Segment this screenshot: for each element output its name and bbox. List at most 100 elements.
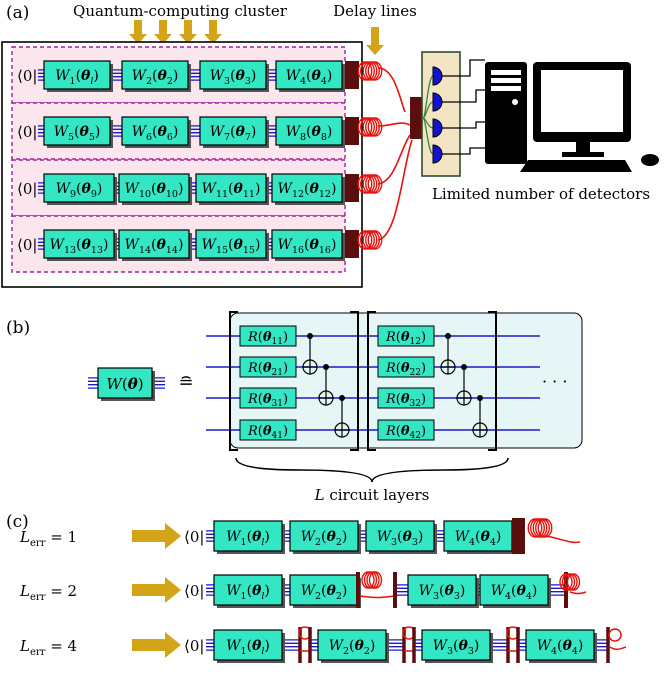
gate-label-part: 2 xyxy=(364,646,370,657)
gate-w xyxy=(479,574,549,606)
gate-w-label: W12(θ12) xyxy=(278,181,337,200)
gate-label-part: θ xyxy=(236,124,246,140)
row-coupler xyxy=(345,117,359,145)
arrow-shaft xyxy=(209,20,217,35)
rot-label-part: 22 xyxy=(410,368,421,378)
rot-label-part: ) xyxy=(283,330,288,345)
layers-ellipsis: · · · xyxy=(542,372,567,391)
gate-label-part: ) xyxy=(255,237,260,253)
delay-tail xyxy=(569,591,587,595)
gate-w-label: W8(θ8) xyxy=(286,124,333,143)
detector-icon xyxy=(432,66,443,86)
gate-label-part: 4 xyxy=(572,646,578,657)
gate-w xyxy=(289,520,359,552)
gate-label-part: ( xyxy=(247,529,252,545)
monitor-neck xyxy=(576,142,590,152)
gate-label-part: θ xyxy=(459,638,469,654)
gate-label-part: 3 xyxy=(245,76,251,87)
gate-label-part: W xyxy=(202,181,218,197)
rot-label-part: ) xyxy=(421,424,426,439)
gate-w-label: W3(θ3) xyxy=(419,583,466,602)
gate-label-part: θ xyxy=(158,68,168,84)
bracket-right xyxy=(488,311,497,451)
gate-w xyxy=(195,173,267,203)
gate-label-part: θ xyxy=(82,181,92,197)
gate-w-label: W6(θ6) xyxy=(132,124,179,143)
gate-label-part: θ xyxy=(157,237,167,253)
gate-label-part: 8 xyxy=(300,132,306,143)
gate-label-part: θ xyxy=(236,68,246,84)
lerr-var: L xyxy=(19,637,30,655)
rot-label-part: R xyxy=(385,361,396,376)
gate-label-part: ) xyxy=(178,181,183,197)
gate-label-part: W xyxy=(537,638,553,654)
gate-label-part: 2 xyxy=(315,537,321,548)
gate-label-part: ) xyxy=(331,181,336,197)
rot-label-part: ) xyxy=(421,330,426,345)
gate-label-part: 12 xyxy=(292,189,304,200)
tower-bay xyxy=(491,86,521,91)
gate-label-part: W xyxy=(329,638,345,654)
rotation-gate-label: R(θ11) xyxy=(247,330,288,347)
lerr-eq: = 1 xyxy=(45,528,77,546)
gate-label-part: ) xyxy=(327,124,332,140)
gate-label-part: ( xyxy=(511,583,516,599)
gate-w xyxy=(421,629,491,661)
gate-label-part: θ xyxy=(252,529,262,545)
gate-label-part: 13 xyxy=(91,245,103,256)
gate-label-part: ( xyxy=(349,638,354,654)
gate-label-part: θ xyxy=(157,181,167,197)
gate-label-part: ) xyxy=(264,529,269,545)
layers-brace xyxy=(235,457,509,483)
gate-label-part: 9 xyxy=(70,189,76,200)
rotation-gate xyxy=(377,387,435,409)
rot-label-part: ( xyxy=(396,424,401,439)
gate-label-part: ) xyxy=(95,124,100,140)
gate-label-part: 2 xyxy=(146,76,152,87)
rotation-gate-label: R(θ41) xyxy=(247,424,288,441)
gate-label-part: 3 xyxy=(224,76,230,87)
rot-label-part: R xyxy=(385,392,396,407)
delay-tail xyxy=(544,535,581,544)
gate-label-part: θ xyxy=(158,124,168,140)
gate-label-part: 6 xyxy=(167,132,173,143)
gate-label-part: l xyxy=(261,537,264,548)
rotation-gate-label: R(θ31) xyxy=(247,392,288,409)
gate-label-part: ) xyxy=(103,237,108,253)
gate-w-label: W2(θ2) xyxy=(301,529,348,548)
w-gate-label-part: W xyxy=(106,375,123,393)
gate-w-label: W4(θ4) xyxy=(537,638,584,657)
gate-w-label: W10(θ10) xyxy=(125,181,184,200)
gate-label-part: 3 xyxy=(412,537,418,548)
gate-w xyxy=(118,229,190,259)
lerr-label: Lerr = 2 xyxy=(19,582,77,603)
gate-label-part: ( xyxy=(321,583,326,599)
cnot-control xyxy=(477,395,483,401)
coil-loop xyxy=(367,174,383,194)
lerr-eq: = 2 xyxy=(45,582,77,600)
rotation-gate-label: R(θ21) xyxy=(247,361,288,378)
gate-label-part: θ xyxy=(403,529,413,545)
ket-label: ⟨0| xyxy=(17,236,37,254)
gate-label-part: 3 xyxy=(391,537,397,548)
gate-label-part: ) xyxy=(327,68,332,84)
tower-bay xyxy=(491,78,521,83)
lerr-arrow xyxy=(132,632,181,658)
gate-label-part: θ xyxy=(252,583,262,599)
gate-w xyxy=(271,229,343,259)
gate-label-part: ( xyxy=(304,181,309,197)
gate-label-part: W xyxy=(226,583,242,599)
gate-label-part: ) xyxy=(578,638,583,654)
coil-loop xyxy=(537,518,553,538)
arrow-shaft xyxy=(371,27,379,46)
rot-label-part: 41 xyxy=(272,431,283,441)
cable xyxy=(460,89,485,103)
gate-label-part: W xyxy=(301,529,317,545)
gate-label-part: 4 xyxy=(300,76,306,87)
gate-w xyxy=(199,60,267,90)
gate-label-part: ( xyxy=(247,583,252,599)
gate-label-part: ( xyxy=(453,638,458,654)
cluster-row-2: ⟨0|W5(θ5)W6(θ6)W7(θ7)W8(θ8) xyxy=(11,102,383,160)
lerr-row-2: Lerr = 2⟨0|W1(θl)W2(θ2)W3(θ3)W4(θ4) xyxy=(19,571,587,608)
